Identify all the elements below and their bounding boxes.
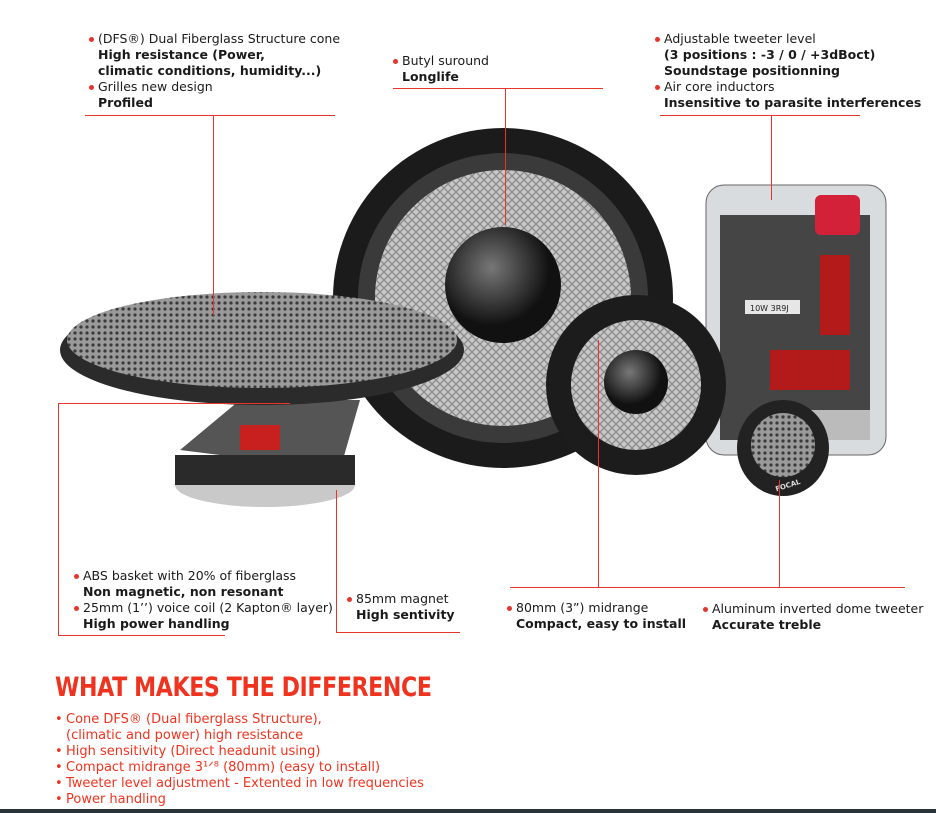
inductor-feature: Air core inductors	[654, 79, 921, 95]
cone-benefit: High resistance (Power,	[98, 47, 265, 62]
midrange-feature: 80mm (3”) midrange	[506, 600, 686, 616]
magnet-benefit: High sentivity	[356, 607, 455, 622]
leader-line	[771, 115, 772, 200]
tweeter-benefit: Accurate treble	[712, 617, 822, 632]
leader-line	[336, 490, 337, 632]
tweeter-level-feature: Adjustable tweeter level	[654, 31, 921, 47]
feature-item-continuation: (climatic and power) high resistance	[66, 728, 304, 743]
leader-line	[505, 88, 506, 225]
cone-benefit-2: climatic conditions, humidity...)	[98, 63, 322, 78]
feature-list: Cone DFS® (Dual fiberglass Structure), (…	[55, 712, 424, 808]
grille-feature: Grilles new design	[88, 79, 340, 95]
leader-line	[393, 88, 603, 89]
footer-bar	[0, 809, 936, 813]
leader-line	[58, 403, 290, 404]
tweeter-level-positions: (3 positions : -3 / 0 / +3dBoct)	[664, 47, 876, 62]
surround-annotation: Butyl suround Longlife	[392, 53, 489, 85]
section-title: WHAT MAKES THE DIFFERENCE	[55, 672, 432, 703]
basket-annotation: ABS basket with 20% of fiberglass Non ma…	[73, 568, 333, 632]
surround-feature: Butyl suround	[392, 53, 489, 69]
midrange-benefit: Compact, easy to install	[516, 616, 687, 631]
leader-line	[58, 403, 59, 635]
magnet-feature: 85mm magnet	[346, 591, 455, 607]
leader-line	[336, 632, 460, 633]
voice-coil-feature: 25mm (1’’) voice coil (2 Kapton® layer)	[73, 600, 333, 616]
leader-line	[85, 115, 335, 116]
feature-item: Cone DFS® (Dual fiberglass Structure),	[55, 712, 424, 728]
crossover-part-label: 10W 3R9J	[750, 304, 789, 313]
leader-line	[213, 115, 214, 315]
tweeter-level-benefit: Soundstage positionning	[664, 63, 841, 78]
tweeter: FOCAL	[737, 400, 829, 496]
feature-item: High sensitivity (Direct headunit using)	[55, 744, 424, 760]
crossover-box: 10W 3R9J	[705, 184, 887, 456]
inductor-benefit: Insensitive to parasite interferences	[664, 95, 922, 110]
midrange-speaker	[546, 295, 726, 475]
feature-item: Tweeter level adjustment - Extented in l…	[55, 776, 424, 792]
midrange-annotation: 80mm (3”) midrange Compact, easy to inst…	[506, 600, 686, 632]
leader-line	[660, 115, 860, 116]
leader-line	[510, 587, 905, 588]
cone-annotation: (DFS®) Dual Fiberglass Structure cone Hi…	[88, 31, 340, 111]
basket-feature: ABS basket with 20% of fiberglass	[73, 568, 333, 584]
basket-benefit: Non magnetic, non resonant	[83, 584, 284, 599]
woofer-grille	[60, 292, 464, 507]
feature-item: Power handling	[55, 792, 424, 808]
magnet-annotation: 85mm magnet High sentivity	[346, 591, 455, 623]
grille-benefit: Profiled	[98, 95, 153, 110]
cone-feature: (DFS®) Dual Fiberglass Structure cone	[88, 31, 340, 47]
leader-line	[58, 635, 225, 636]
crossover-annotation: Adjustable tweeter level (3 positions : …	[654, 31, 921, 111]
feature-item: Compact midrange 3¹ᐟ⁸ (80mm) (easy to in…	[55, 760, 424, 776]
leader-line	[779, 480, 780, 587]
tweeter-annotation: Aluminum inverted dome tweeter Accurate …	[702, 601, 923, 633]
surround-benefit: Longlife	[402, 69, 459, 84]
tweeter-feature: Aluminum inverted dome tweeter	[702, 601, 923, 617]
leader-line	[598, 340, 599, 587]
voice-coil-benefit: High power handling	[83, 616, 230, 631]
